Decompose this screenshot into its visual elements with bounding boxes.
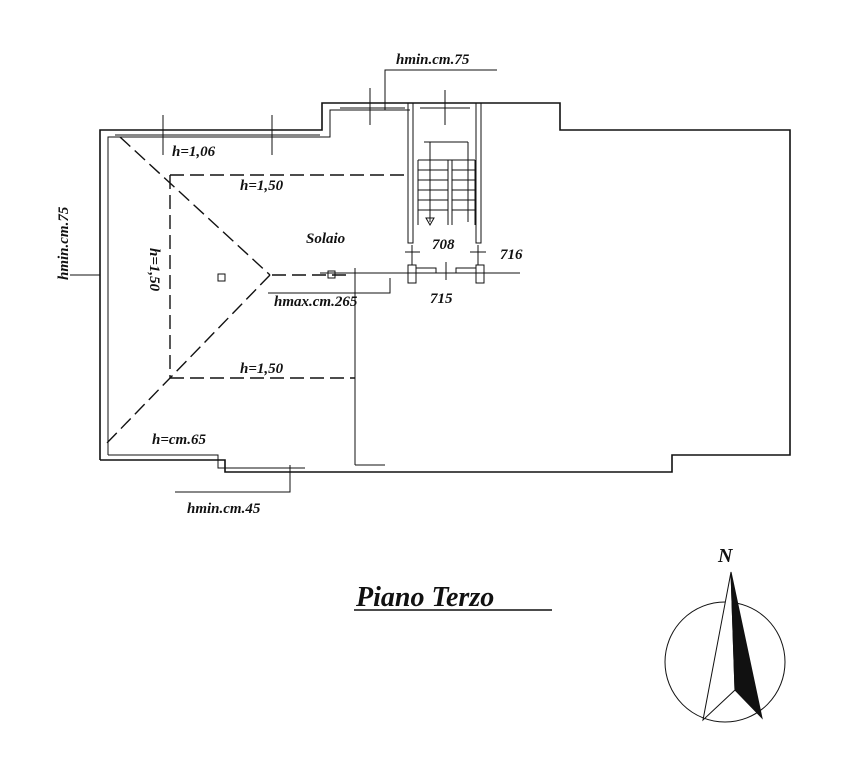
label-715: 715 xyxy=(430,291,453,307)
label-708: 708 xyxy=(432,237,455,253)
compass-north-label: N xyxy=(717,545,734,567)
hmin-top-label: hmin.cm.75 xyxy=(396,52,470,68)
h150-top-label: h=1,50 xyxy=(240,178,284,194)
room-label: Solaio xyxy=(306,231,345,247)
roof-lines xyxy=(104,136,408,446)
hmax-label: hmax.cm.265 xyxy=(274,294,358,310)
h106-label: h=1,06 xyxy=(172,144,216,160)
hmin-bottom-label: hmin.cm.45 xyxy=(187,501,261,517)
h150-bottom-label: h=1,50 xyxy=(240,361,284,377)
plan-title: Piano Terzo xyxy=(355,582,494,613)
dimension-leaders xyxy=(70,69,497,493)
hmin-left-label: hmin.cm.75 xyxy=(56,206,72,280)
hcm65-label: h=cm.65 xyxy=(152,432,206,448)
label-716: 716 xyxy=(500,247,523,263)
staircase xyxy=(417,141,476,227)
north-arrow-icon: N xyxy=(664,545,786,723)
h150-left-label: h=1,50 xyxy=(146,248,162,292)
chimney-icon xyxy=(217,273,226,282)
